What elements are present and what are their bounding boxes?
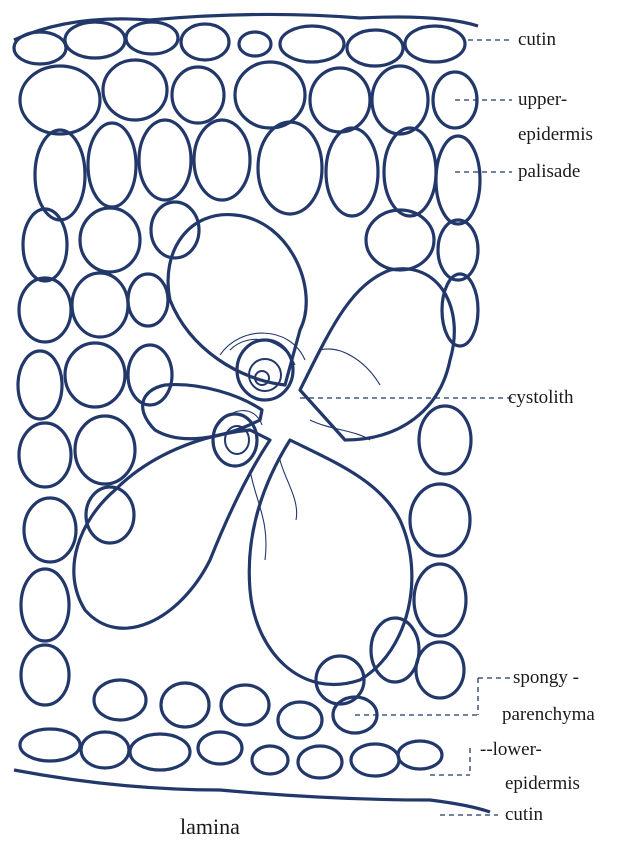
palisade-cells [20,60,480,281]
label-upper-epidermis-line1: upper- [518,88,567,111]
label-cystolith: cystolith [508,386,573,409]
lower-epidermis-cells [14,680,490,812]
label-palisade: palisade [518,160,580,183]
label-cutin-top: cutin [518,28,556,51]
upper-epidermis-cells [14,14,478,66]
cystolith-structure [213,333,380,560]
caption-lamina: lamina [180,815,240,838]
label-lower-epidermis-line2: epidermis [505,772,580,795]
label-upper-epidermis-line2: epidermis [518,123,593,146]
mesophyll-cells [18,273,478,705]
label-spongy-line2: parenchyma [502,703,595,726]
label-lower-epidermis-line1: --lower- [480,738,542,761]
label-spongy-line1: spongy - [513,666,579,689]
label-cutin-bottom: cutin [505,803,543,826]
